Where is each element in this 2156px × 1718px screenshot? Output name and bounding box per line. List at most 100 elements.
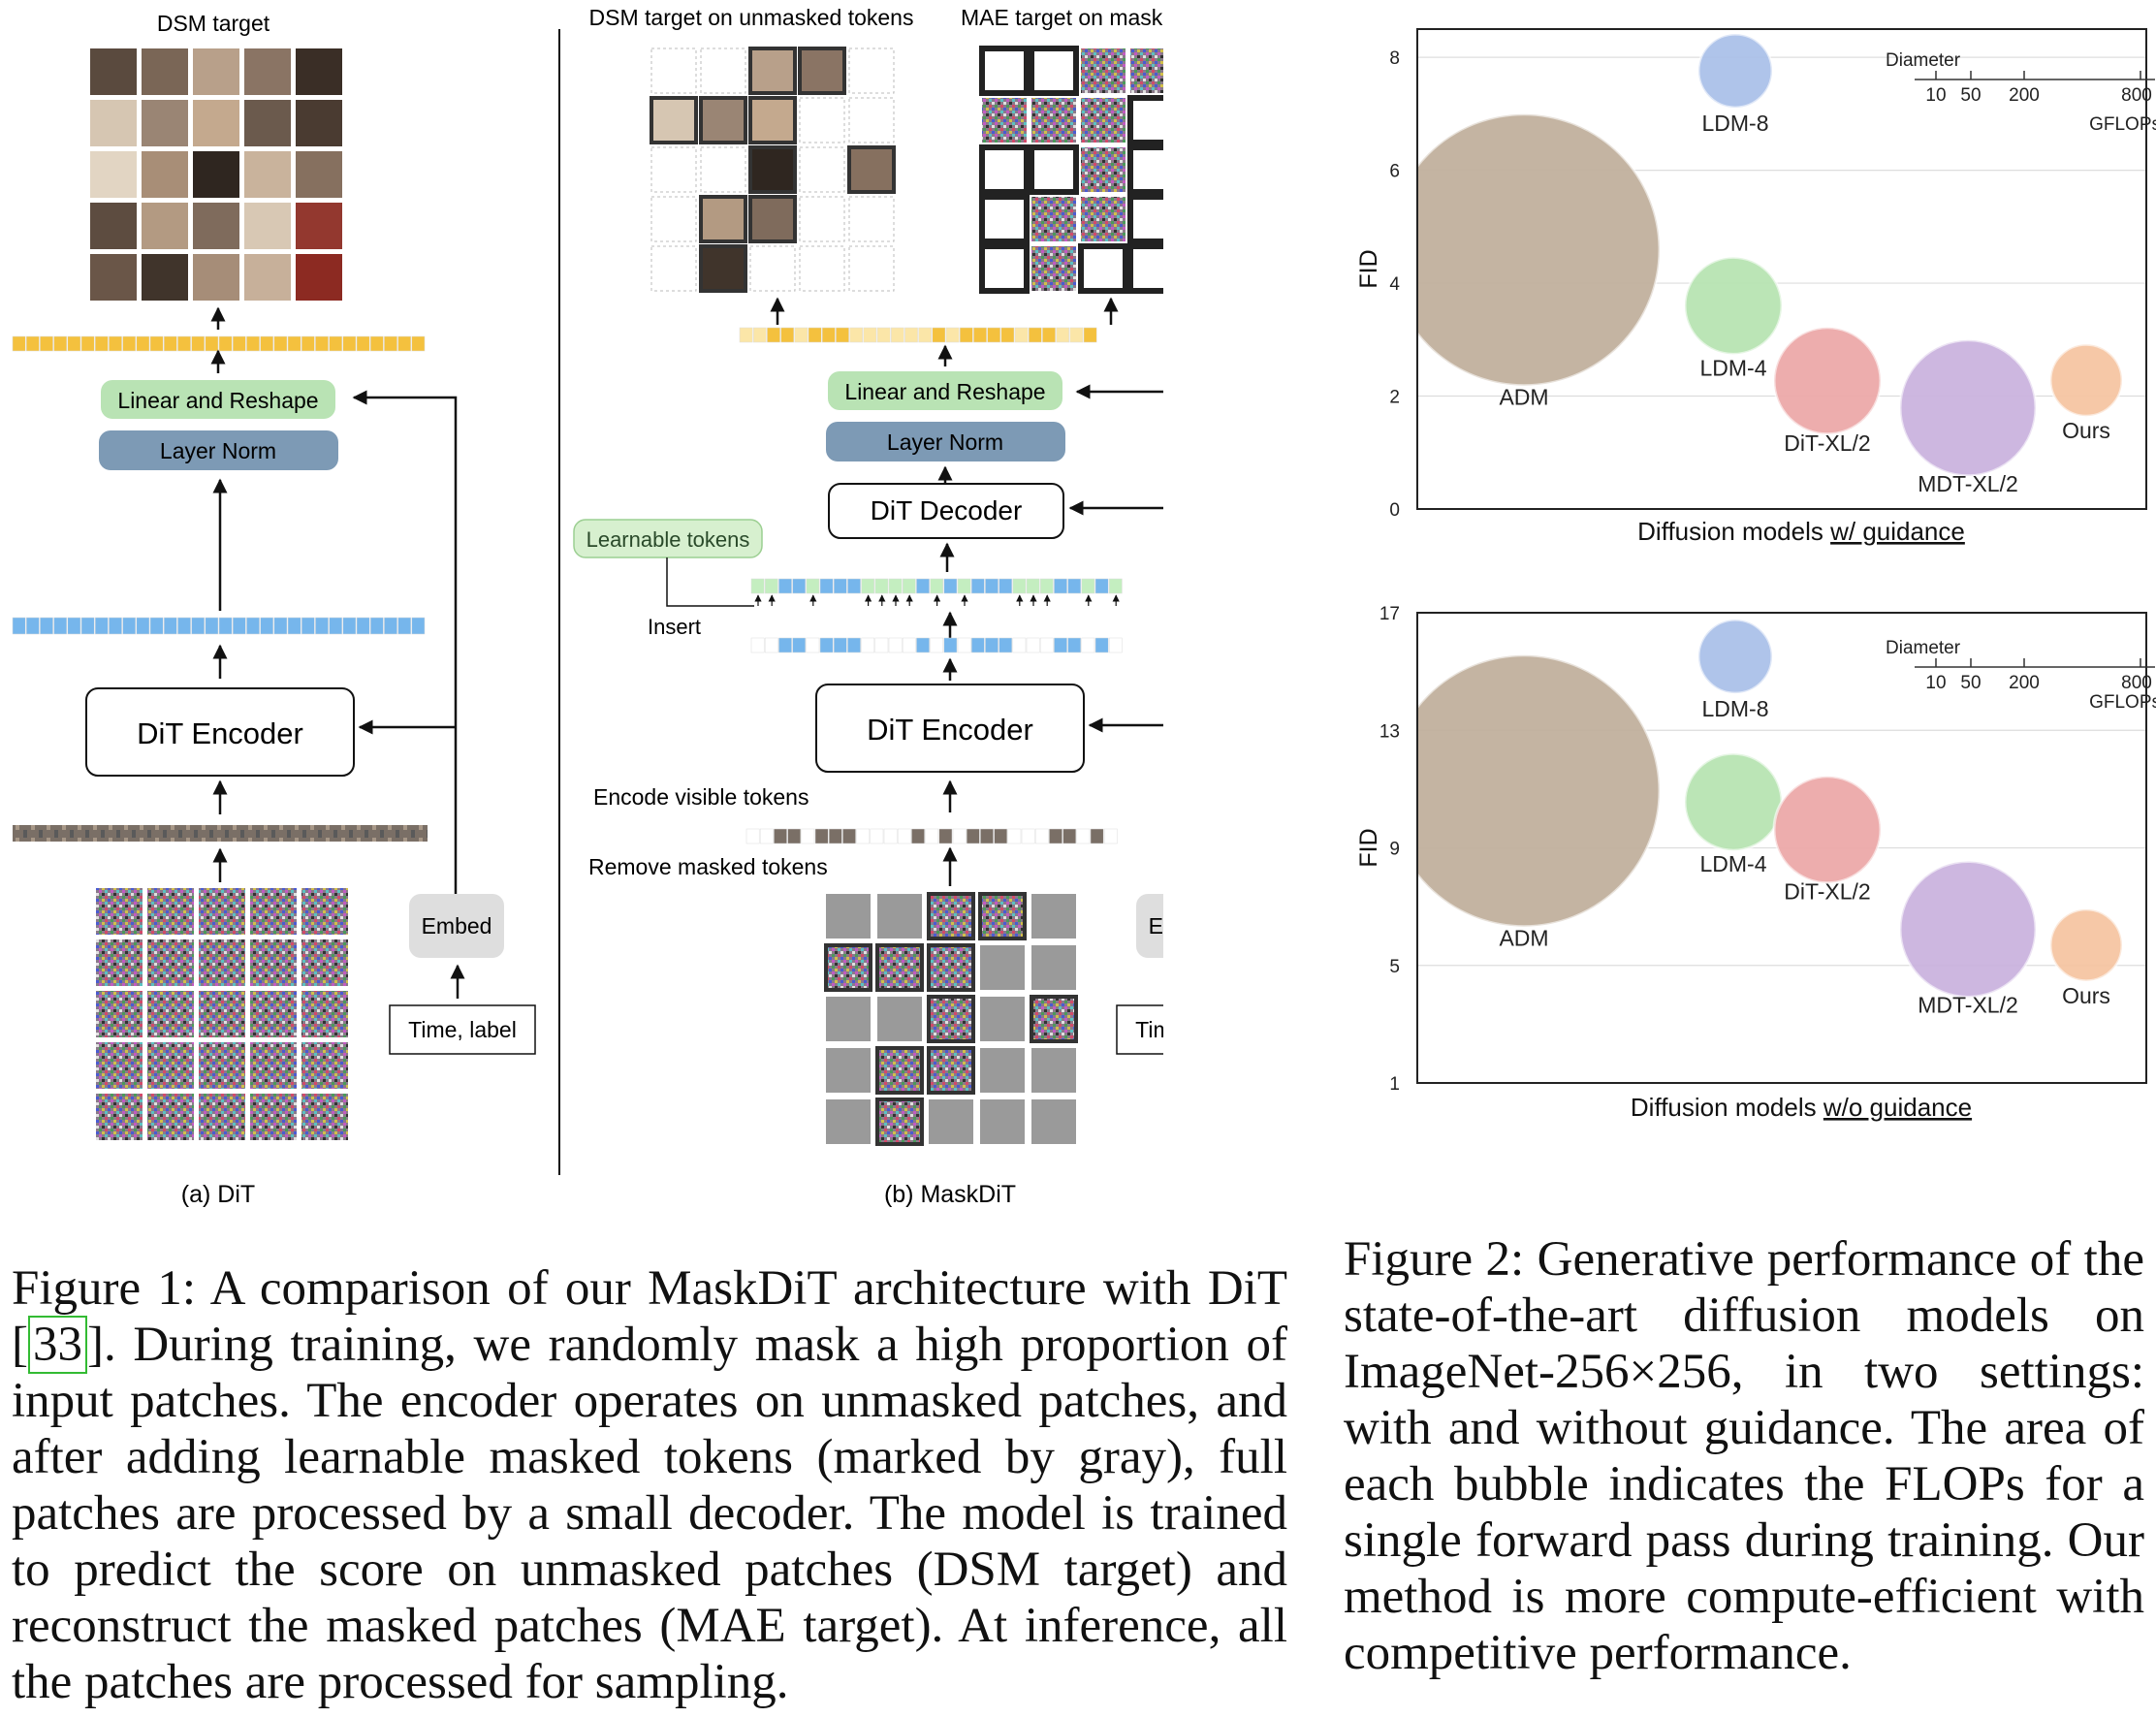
maskdit-mae-target-label: MAE target on masked tokens (961, 5, 1163, 30)
token-cell (792, 578, 807, 594)
token-cell (232, 335, 246, 352)
bubble-label: Ours (2062, 983, 2110, 1008)
maskdit-mae-target-grid (979, 46, 1163, 294)
token-cell (957, 578, 971, 594)
token-cell (863, 327, 877, 343)
token-cell (1108, 637, 1123, 653)
noisy-patch (301, 939, 348, 986)
token-cell (12, 335, 26, 352)
target-patch (1031, 197, 1076, 241)
token-cell (191, 617, 206, 635)
dit-panel-label: (a) DiT (181, 1181, 255, 1208)
token-cell (1039, 578, 1054, 594)
token-cell (1026, 578, 1040, 594)
token-cell (315, 617, 329, 635)
maskdit-learnable-tokens-label: Learnable tokens (587, 527, 750, 552)
token-cell (752, 327, 767, 343)
maskdit-encoder-label: DiT Encoder (867, 713, 1033, 747)
token-cell (999, 637, 1013, 653)
token-cell (874, 578, 889, 594)
token-cell (861, 637, 875, 653)
maskdit-layer-norm-block (826, 422, 1065, 461)
token-cell (80, 617, 95, 635)
token-cell (764, 578, 778, 594)
token-cell (938, 828, 953, 844)
maskdit-time-label-text: Time, label (1135, 1017, 1163, 1042)
token-cell (819, 578, 834, 594)
token-cell (94, 335, 109, 352)
size-legend-tick: 10 (1925, 85, 1946, 106)
image-patch (142, 100, 188, 146)
token-cell (1081, 578, 1095, 594)
maskdit-decoder-input-bar (750, 578, 1123, 594)
image-patch (244, 203, 291, 249)
token-cell (205, 335, 219, 352)
fid-chart: 02468ADMLDM-8LDM-4DiT-XL/2MDT-XL/2OursFI… (1355, 28, 2156, 546)
token-cell (136, 617, 150, 635)
dit-noisy-input-grid (96, 888, 348, 1140)
figure2-caption-text: Figure 2: Generative performance of the … (1344, 1232, 2144, 1680)
dit-embed-block (409, 894, 504, 958)
token-cell (273, 617, 288, 635)
token-cell (876, 327, 891, 343)
y-axis-label: FID (1355, 828, 1382, 867)
token-cell (767, 327, 780, 343)
figure1-diagram: DSM target Linear and Reshape Layer Norm… (12, 5, 1163, 1208)
token-cell (1056, 327, 1070, 343)
token-cell (397, 335, 412, 352)
token-cell (943, 578, 958, 594)
target-patch (650, 196, 697, 242)
maskdit-time-label-box (1116, 1004, 1163, 1055)
token-cell (1021, 828, 1035, 844)
bubble-adm (1417, 112, 1662, 388)
dit-time-label-box (389, 1004, 536, 1055)
dit-time-label-text: Time, label (408, 1017, 517, 1042)
maskdit-learnable-tokens-block (573, 519, 763, 558)
bubble-label: Ours (2062, 418, 2110, 443)
token-cell (787, 828, 802, 844)
target-patch (979, 46, 1030, 96)
maskdit-masked-input-grid (824, 892, 1078, 1146)
token-cell (801, 828, 815, 844)
y-tick-label: 17 (1379, 604, 1400, 624)
noisy-patch (250, 1042, 297, 1089)
token-cell (191, 335, 206, 352)
bubble-mdt-xl-2 (1898, 859, 2038, 999)
token-cell (287, 335, 301, 352)
target-patch (749, 245, 796, 292)
y-tick-label: 4 (1389, 274, 1400, 295)
noisy-patch (96, 939, 143, 986)
bubble-label: LDM-8 (1701, 696, 1768, 721)
target-patch (1127, 194, 1163, 244)
target-patch (798, 47, 846, 95)
token-cell (1054, 578, 1067, 594)
token-cell (1000, 327, 1015, 343)
input-patch (927, 892, 975, 940)
token-cell (53, 617, 68, 635)
token-cell (329, 617, 343, 635)
token-cell (970, 637, 985, 653)
token-cell (861, 578, 875, 594)
target-patch (748, 47, 797, 95)
bubble-adm (1417, 653, 1662, 929)
input-patch (826, 997, 871, 1041)
token-cell (985, 637, 999, 653)
citation-link[interactable]: 33 (27, 1316, 87, 1374)
token-cell (985, 578, 999, 594)
token-cell (67, 617, 81, 635)
noisy-patch (199, 991, 245, 1037)
target-patch (699, 244, 747, 293)
token-cell (1067, 637, 1082, 653)
token-cell (342, 335, 357, 352)
image-patch (193, 203, 239, 249)
maskdit-output-token-bar (739, 327, 1097, 343)
bubble-label: LDM-8 (1701, 111, 1768, 136)
noisy-patch (250, 939, 297, 986)
token-cell (218, 335, 233, 352)
target-patch (982, 98, 1027, 143)
maskdit-dsm-target-grid (650, 47, 896, 293)
image-patch (90, 151, 137, 198)
token-cell (739, 327, 753, 343)
token-cell (356, 335, 370, 352)
